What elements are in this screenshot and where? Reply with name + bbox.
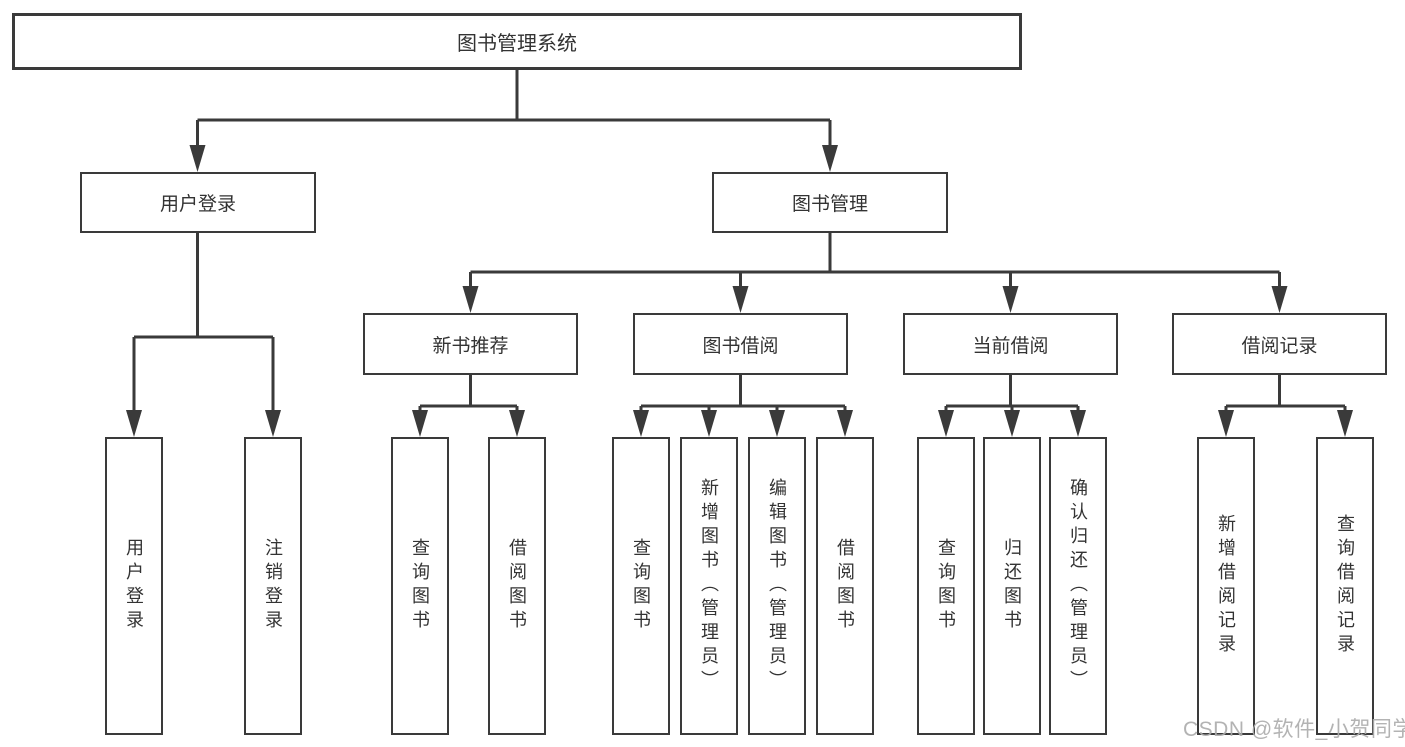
connector-records-split <box>1224 375 1347 412</box>
leaf-records-query-record-label: 查询借阅记录 <box>1335 514 1355 658</box>
leaf-records-add-record-label: 新增借阅记录 <box>1216 514 1236 658</box>
node-user-login-label: 用户登录 <box>159 194 236 215</box>
leaf-current-return-books-label: 归还图书 <box>1002 538 1022 634</box>
leaf-borrow-add-books-admin-label: 新增图书（管理员） <box>699 478 719 694</box>
arrow-down-icon <box>633 410 649 437</box>
leaf-user-login: 用户登录 <box>105 437 163 735</box>
arrow-down-icon <box>837 410 853 437</box>
arrow-down-icon <box>265 410 281 437</box>
connector-newbook-split <box>418 375 519 412</box>
leaf-current-query-books: 查询图书 <box>917 437 975 735</box>
node-library-system: 图书管理系统 <box>12 13 1022 70</box>
arrow-down-icon <box>509 410 525 437</box>
arrow-down-icon <box>189 145 206 172</box>
leaf-borrow-query-books-label: 查询图书 <box>631 538 651 634</box>
connector-borrow-split <box>639 375 847 412</box>
node-borrow-records: 借阅记录 <box>1172 313 1387 375</box>
node-new-book-recommend-label: 新书推荐 <box>432 335 509 357</box>
leaf-records-add-record: 新增借阅记录 <box>1197 437 1255 735</box>
leaf-newbook-query-books-label: 查询图书 <box>410 538 430 634</box>
arrow-down-icon <box>732 286 749 313</box>
connector-paths <box>132 70 1347 412</box>
arrow-down-icon <box>1004 410 1020 437</box>
leaf-logout: 注销登录 <box>244 437 302 735</box>
node-library-system-label: 图书管理系统 <box>457 33 577 55</box>
leaf-borrow-borrow-books: 借阅图书 <box>816 437 874 735</box>
arrow-down-icon <box>1002 286 1019 313</box>
node-book-management: 图书管理 <box>712 172 948 233</box>
leaf-newbook-borrow-books-label: 借阅图书 <box>507 538 527 634</box>
leaf-current-confirm-return-admin: 确认归还（管理员） <box>1049 437 1107 735</box>
leaf-logout-label: 注销登录 <box>263 538 283 634</box>
node-new-book-recommend: 新书推荐 <box>363 313 578 375</box>
arrow-down-icon <box>462 286 479 313</box>
leaf-borrow-add-books-admin: 新增图书（管理员） <box>680 437 738 735</box>
leaf-borrow-query-books: 查询图书 <box>612 437 670 735</box>
leaf-borrow-edit-books-admin: 编辑图书（管理员） <box>748 437 806 735</box>
connector-current-split <box>944 375 1080 412</box>
leaf-borrow-edit-books-admin-label: 编辑图书（管理员） <box>767 478 787 694</box>
leaf-user-login-label: 用户登录 <box>124 538 144 634</box>
arrow-down-icon <box>412 410 428 437</box>
leaf-records-query-record: 查询借阅记录 <box>1316 437 1374 735</box>
node-book-management-label: 图书管理 <box>791 194 868 215</box>
leaf-current-query-books-label: 查询图书 <box>936 538 956 634</box>
leaf-newbook-query-books: 查询图书 <box>391 437 449 735</box>
arrow-down-icon <box>822 145 838 172</box>
arrow-down-icon <box>1271 286 1288 313</box>
arrow-down-icon <box>1337 410 1353 437</box>
arrow-down-icon <box>1070 410 1086 437</box>
leaf-newbook-borrow-books: 借阅图书 <box>488 437 546 735</box>
watermark: CSDN @软件_小贺同学 <box>1183 718 1405 741</box>
arrow-down-icon <box>938 410 954 437</box>
leaf-current-return-books: 归还图书 <box>983 437 1041 735</box>
arrow-down-icon <box>769 410 785 437</box>
arrow-down-icon <box>126 410 142 437</box>
node-current-borrow: 当前借阅 <box>903 313 1118 375</box>
node-current-borrow-label: 当前借阅 <box>972 335 1049 357</box>
arrow-down-icon <box>701 410 717 437</box>
connector-root-split <box>196 70 832 147</box>
leaf-current-confirm-return-admin-label: 确认归还（管理员） <box>1068 478 1088 694</box>
node-book-borrow: 图书借阅 <box>633 313 848 375</box>
node-book-borrow-label: 图书借阅 <box>702 335 779 357</box>
node-borrow-records-label: 借阅记录 <box>1241 335 1318 357</box>
node-user-login: 用户登录 <box>80 172 316 233</box>
connector-management-split <box>469 233 1281 288</box>
arrow-down-icon <box>1218 410 1234 437</box>
leaf-borrow-borrow-books-label: 借阅图书 <box>835 538 855 634</box>
connector-login-split <box>132 233 275 412</box>
arrowhead-icons <box>126 145 1353 437</box>
